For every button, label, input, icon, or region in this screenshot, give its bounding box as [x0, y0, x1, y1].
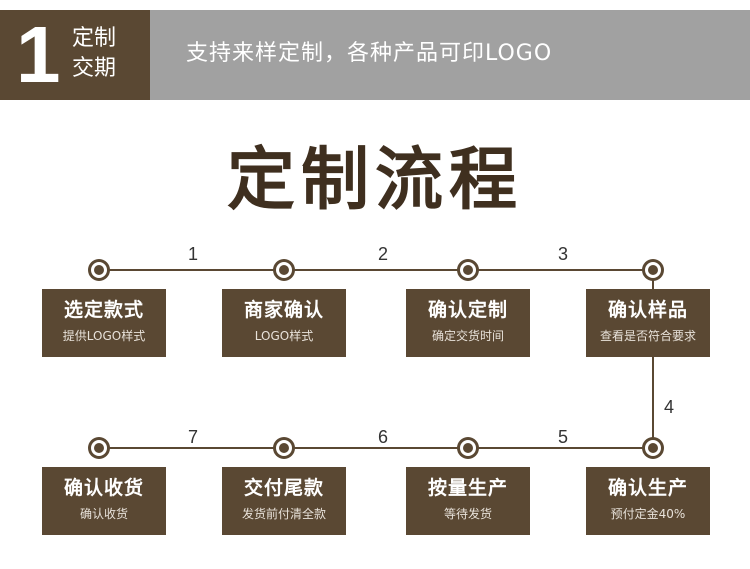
connector-number: 6 [378, 427, 389, 447]
flow-node-icon [273, 437, 295, 459]
banner-description: 支持来样定制，各种产品可印LOGO [186, 41, 553, 66]
step-box-confirm-receipt: 确认收货 确认收货 [42, 467, 166, 535]
step-title: 交付尾款 [243, 477, 324, 499]
flow-node-icon [88, 437, 110, 459]
step-box-final-payment: 交付尾款 发货前付清全款 [222, 467, 346, 535]
step-subtitle: 查看是否符合要求 [599, 329, 696, 343]
connector-number: 3 [558, 244, 569, 264]
step-title: 商家确认 [243, 299, 324, 321]
step-subtitle: 发货前付清全款 [241, 507, 326, 521]
step-subtitle: 确定交货时间 [431, 329, 504, 343]
step-box-confirm-production: 确认生产 预付定金40% [586, 467, 710, 535]
flow-node-icon [457, 259, 479, 281]
flow-node-icon [88, 259, 110, 281]
connector-number: 5 [558, 427, 569, 447]
flow-node-icon [457, 437, 479, 459]
section-subtitle: 定制 交期 [72, 24, 116, 84]
page-title: 定制流程 [226, 141, 523, 220]
step-subtitle: 预付定金40% [610, 507, 686, 521]
step-box-confirm-sample: 确认样品 查看是否符合要求 [586, 289, 710, 357]
step-box-select-style: 选定款式 提供LOGO样式 [42, 289, 166, 357]
flow-node-icon [642, 259, 664, 281]
step-title: 按量生产 [427, 477, 508, 499]
step-title: 选定款式 [63, 299, 144, 321]
section-subtitle-line1: 定制 [72, 26, 117, 51]
step-title: 确认样品 [607, 299, 688, 321]
connector-number: 1 [188, 244, 199, 264]
connector-number: 2 [378, 244, 389, 264]
connector-number: 4 [664, 397, 675, 417]
step-title: 确认生产 [607, 477, 688, 499]
step-subtitle: 提供LOGO样式 [62, 329, 146, 343]
section-number: 1 [16, 10, 61, 99]
step-title: 确认定制 [427, 299, 508, 321]
flow-node-icon [273, 259, 295, 281]
header-banner: 1 定制 交期 支持来样定制，各种产品可印LOGO [0, 10, 750, 100]
step-box-merchant-confirm: 商家确认 LOGO样式 [222, 289, 346, 357]
step-subtitle: 确认收货 [79, 507, 128, 521]
section-subtitle-line2: 交期 [72, 56, 117, 81]
step-box-mass-production: 按量生产 等待发货 [406, 467, 530, 535]
step-subtitle: LOGO样式 [254, 329, 314, 343]
step-box-confirm-custom: 确认定制 确定交货时间 [406, 289, 530, 357]
connector-number: 7 [188, 427, 199, 447]
flow-node-icon [642, 437, 664, 459]
step-title: 确认收货 [63, 477, 144, 499]
banner-number-block: 1 定制 交期 [0, 10, 150, 100]
step-subtitle: 等待发货 [443, 507, 492, 521]
